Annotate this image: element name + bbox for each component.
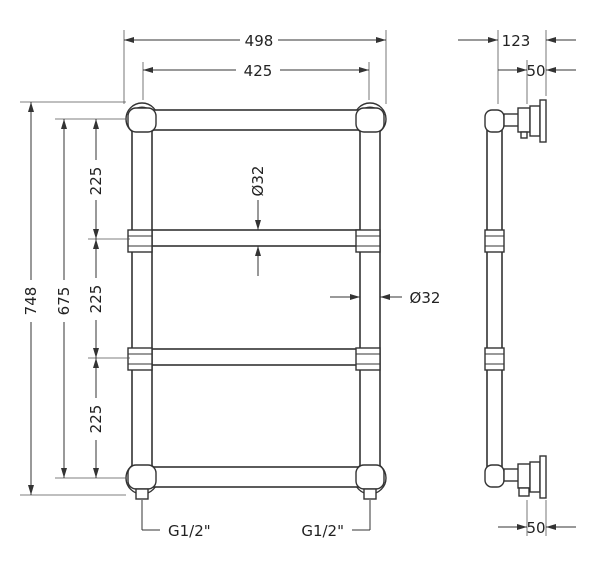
dim-inner-width: 425 [244, 62, 273, 80]
dim-side-wall-bottom: 50 [526, 519, 545, 537]
side-valve-bottom [518, 487, 530, 497]
side-wall-plate-bottom [529, 461, 541, 493]
dim-overall-width: 498 [245, 32, 274, 50]
left-upright [131, 121, 153, 479]
dim-side-wall-top: 50 [526, 62, 545, 80]
corner-cap-bottom-right [355, 464, 385, 490]
joint-left-2 [127, 347, 153, 371]
middle-rail-2 [151, 348, 361, 366]
side-joint-2 [484, 347, 505, 371]
dim-side-depth: 123 [502, 32, 531, 50]
side-wall-plate-top [529, 105, 541, 137]
side-bracket-nut-bottom [517, 463, 531, 489]
joint-right-1 [355, 229, 381, 253]
front-view [125, 102, 387, 500]
side-cap-top [484, 109, 505, 133]
connection-label-left: G1/2" [168, 522, 211, 540]
side-valve-top [520, 131, 528, 139]
joint-left-1 [127, 229, 153, 253]
dim-inner-height: 675 [55, 287, 73, 316]
dim-rail-diameter: Ø32 [249, 166, 267, 197]
top-rail [151, 109, 361, 131]
side-dimensions: 123 50 50 [458, 30, 576, 537]
dim-rail-spacing-top: 225 [87, 167, 105, 196]
connection-stub-right [363, 488, 377, 500]
corner-cap-top-left [127, 107, 157, 133]
side-view [484, 99, 547, 499]
side-bracket-nut-top [517, 107, 531, 133]
dim-rail-spacing-middle: 225 [87, 285, 105, 314]
side-cap-bottom [484, 464, 505, 488]
side-wall-flange-bottom [539, 455, 547, 499]
connection-stub-left [135, 488, 149, 500]
right-upright [359, 121, 381, 479]
front-dimensions: 498 425 748 675 [20, 30, 440, 540]
bottom-rail [151, 466, 361, 488]
side-upright [486, 121, 503, 475]
dim-upright-diameter: Ø32 [410, 289, 441, 307]
corner-cap-top-right [355, 107, 385, 133]
dim-rail-spacing-bottom: 225 [87, 405, 105, 434]
connection-label-right: G1/2" [301, 522, 344, 540]
side-wall-flange-top [539, 99, 547, 143]
dim-overall-height: 748 [22, 287, 40, 316]
corner-cap-bottom-left [127, 464, 157, 490]
joint-right-2 [355, 347, 381, 371]
middle-rail-1 [151, 229, 361, 247]
side-joint-1 [484, 229, 505, 253]
